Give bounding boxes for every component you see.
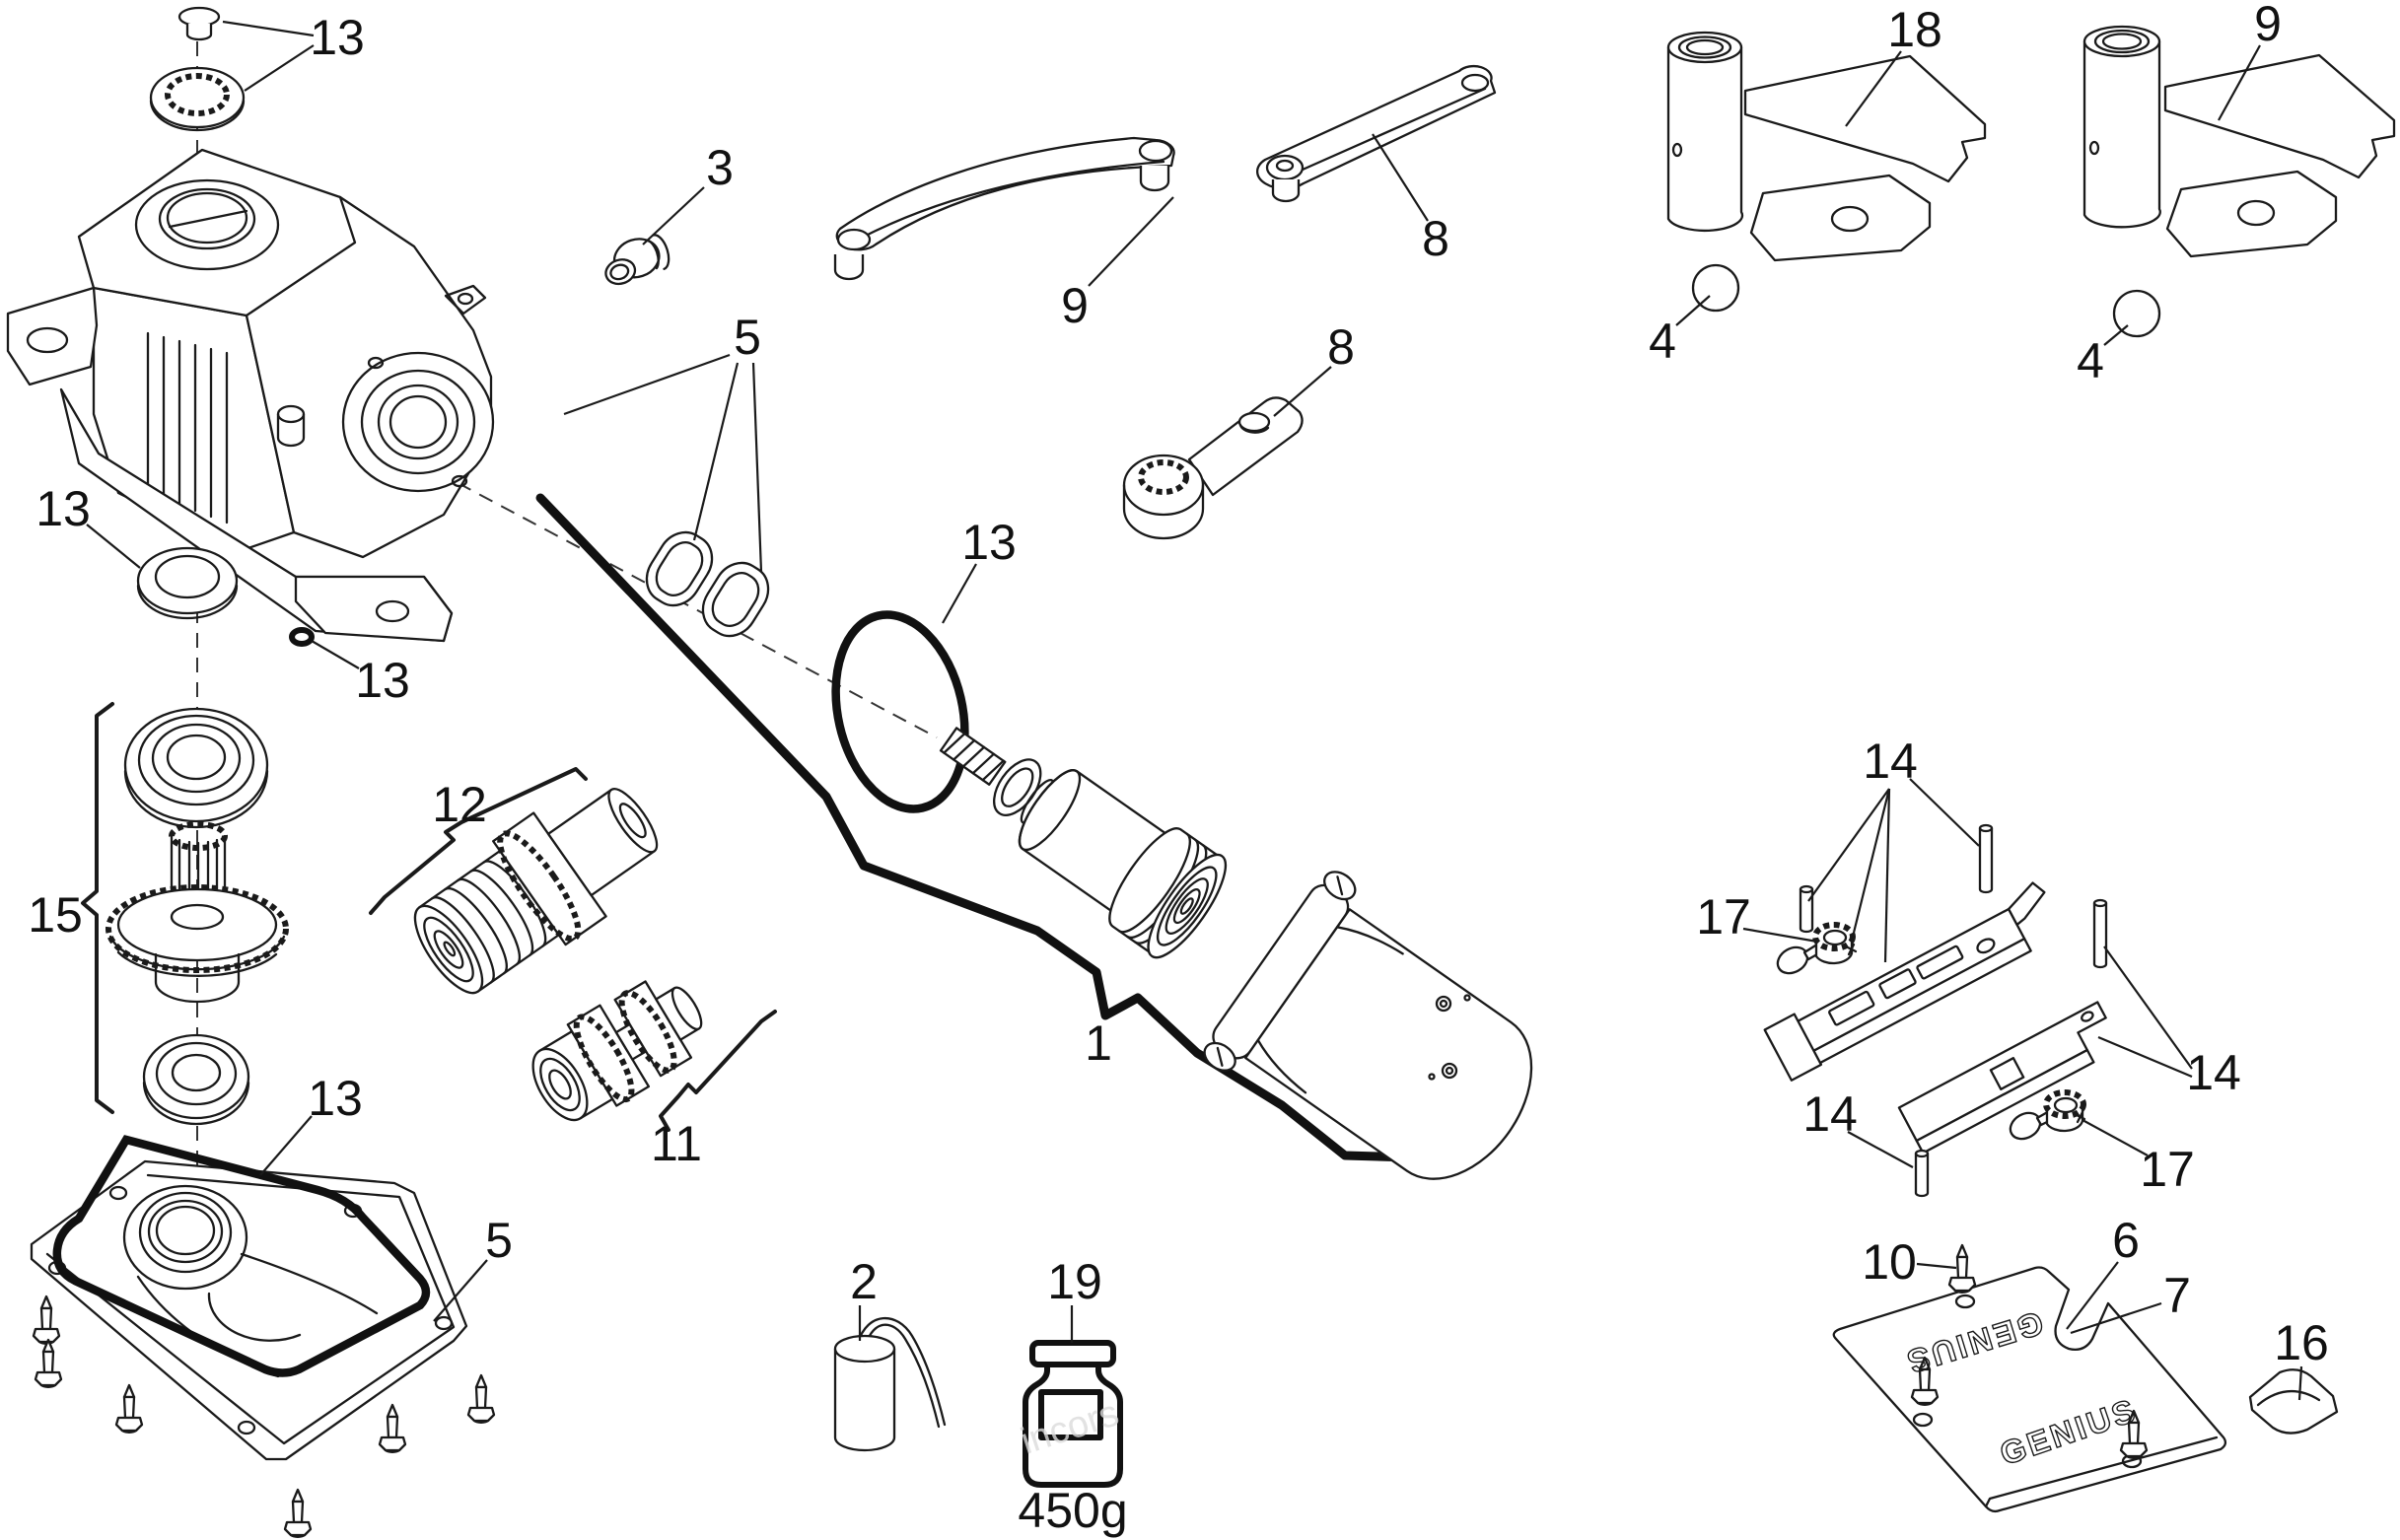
part-label-lock-cylinder-upper: 17 [1696, 889, 1751, 945]
part-label-bracket-ball-left: 4 [1649, 314, 1676, 369]
leader-line-cable-clip [2297, 1365, 2303, 1401]
leader-line-foundation-plate-notch [2070, 1301, 2162, 1335]
part-label-rear-bracket: 9 [2254, 0, 2282, 51]
lock-cylinder-lower-drawing [2009, 1089, 2086, 1141]
leader-line-release-pins-right [2097, 1035, 2193, 1079]
part-label-release-pin-lower: 14 [1802, 1086, 1858, 1142]
leader-line-plate-screw [1916, 1262, 1957, 1270]
part-label-reduction-gear-set: 11 [651, 1116, 702, 1171]
bottom-cover-drawing [30, 1135, 496, 1538]
part-label-straight-arm: 8 [1422, 211, 1449, 266]
leader-line-motor-o-ring [942, 563, 977, 624]
cover-gasket-drawing [52, 1135, 431, 1377]
spline-ring-drawing [149, 66, 246, 132]
leader-line-shaft-cap-and-spline-ring [244, 44, 315, 92]
leader-line-lock-cylinder-lower [2082, 1119, 2149, 1156]
part-label-release-pins-top: 14 [1863, 734, 1918, 789]
part-label-capacitor: 2 [850, 1254, 878, 1309]
leader-line-bottom-cover [433, 1259, 488, 1322]
small-o-ring-drawing [289, 627, 315, 647]
leader-line-release-pin-lower [1847, 1131, 1914, 1168]
gearbox-housing-drawing [6, 148, 495, 643]
reduction-gear-set-drawing [531, 980, 777, 1132]
leader-line-lock-cylinder-upper [1742, 927, 1818, 944]
part-label-curved-arm: 9 [1061, 278, 1089, 333]
part-label-output-seal-ring: 13 [35, 481, 91, 536]
part-label-cover-gasket: 13 [308, 1071, 363, 1126]
part-label-grease-jar: 19 [1047, 1254, 1102, 1309]
leader-line-rear-bracket [2218, 44, 2261, 121]
leader-line-bracket-ball-left [1675, 295, 1711, 326]
cable-clip-drawing [2248, 1368, 2339, 1435]
part-label-release-pins-right: 14 [2186, 1045, 2241, 1100]
foundation-plate-drawing [1832, 1243, 2227, 1513]
leader-line-breather-plug [642, 186, 705, 245]
part-label-splined-lever-arm: 8 [1327, 319, 1355, 375]
part-label-bottom-cover: 5 [485, 1213, 513, 1268]
leader-line-release-pins-right [2103, 945, 2193, 1070]
part-label-cable-clip: 16 [2274, 1315, 2329, 1370]
leader-line-small-o-ring [311, 640, 360, 669]
part-label-plate-screw: 10 [1862, 1234, 1917, 1290]
part-label-motor-o-ring: 13 [961, 515, 1017, 570]
release-mechanism-drawing [1763, 823, 2108, 1198]
part-label-small-o-ring: 13 [355, 653, 410, 708]
grease-weight: 450g [1018, 1483, 1127, 1538]
rear-bracket-drawing [2082, 25, 2396, 258]
leader-line-shaft-cap-and-spline-ring [222, 20, 315, 37]
leader-line-cover-gasket [259, 1115, 313, 1176]
output-shaft-assembly-drawing [81, 702, 289, 1126]
part-label-output-shaft-assembly: 15 [28, 887, 83, 943]
part-label-foundation-plate-notch: 7 [2163, 1268, 2191, 1323]
motor-o-ring-drawing [831, 610, 969, 813]
front-bracket-drawing [1666, 31, 1987, 262]
motor-assembly-drawing [535, 493, 1533, 1180]
leader-line-release-pins-top [1883, 788, 1891, 963]
leader-line-bracket-ball-right [2103, 324, 2129, 346]
straight-arm-drawing [1255, 64, 1497, 203]
part-label-clutch-assembly: 12 [432, 777, 487, 832]
part-label-front-bracket: 18 [1887, 2, 1942, 57]
leader-line-output-seal-ring [86, 524, 141, 569]
leader-line-front-bracket [1845, 50, 1902, 127]
part-label-lock-cylinder-lower: 17 [2140, 1142, 2195, 1197]
leader-line-splined-lever-arm [1273, 366, 1332, 417]
watermark: incors [1016, 1392, 1123, 1462]
leader-line-flange-gaskets [692, 362, 740, 541]
leader-line-release-pins-top [1852, 788, 1891, 934]
part-label-bracket-ball-right: 4 [2077, 333, 2104, 388]
callout-layer: 13 3 5 9 8 18 9 4 4 8 13 1 15 12 11 13 13 13 5 2 19 14 17 14 14 1… [28, 0, 2329, 1401]
leader-line-flange-gaskets [751, 362, 763, 573]
lock-cylinder-upper-drawing [1776, 922, 1858, 975]
part-label-flange-gaskets: 5 [734, 310, 761, 365]
capacitor-drawing [833, 1316, 947, 1452]
part-label-motor-assembly: 1 [1085, 1015, 1112, 1071]
part-label-breather-plug: 3 [706, 140, 734, 195]
leader-line-curved-arm [1088, 196, 1174, 287]
leader-line-flange-gaskets [563, 353, 731, 416]
part-label-foundation-plate: 6 [2112, 1213, 2140, 1268]
curved-arm-drawing [833, 136, 1175, 281]
clutch-assembly-drawing [369, 767, 659, 995]
splined-lever-arm-drawing [1122, 396, 1304, 540]
flange-gaskets-drawing [645, 530, 770, 638]
breather-plug-drawing [604, 234, 671, 286]
leader-line-release-pins-top [1807, 788, 1890, 902]
part-label-shaft-cap-and-spline-ring: 13 [310, 10, 365, 65]
bracket-ball-right-drawing [2112, 289, 2161, 338]
leader-line-straight-arm [1372, 133, 1429, 222]
shaft-cap-drawing [177, 6, 221, 41]
leader-line-foundation-plate [2066, 1261, 2119, 1330]
leader-line-release-pins-top [1909, 778, 1980, 847]
output-seal-ring-drawing [136, 546, 239, 620]
